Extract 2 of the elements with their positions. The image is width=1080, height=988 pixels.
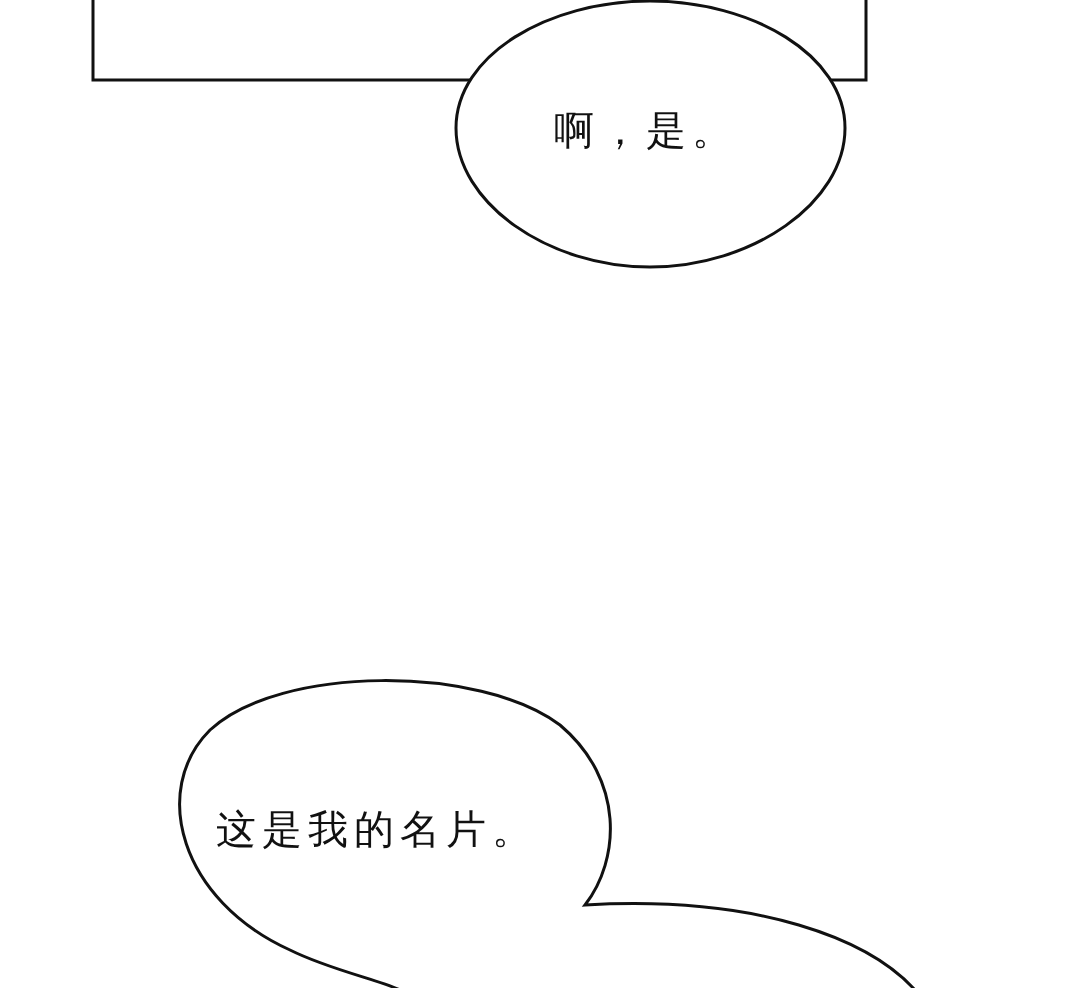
dialogue-text: 啊，是。 [554, 106, 738, 155]
dialogue-text: 这是我的名片。 [216, 805, 538, 854]
